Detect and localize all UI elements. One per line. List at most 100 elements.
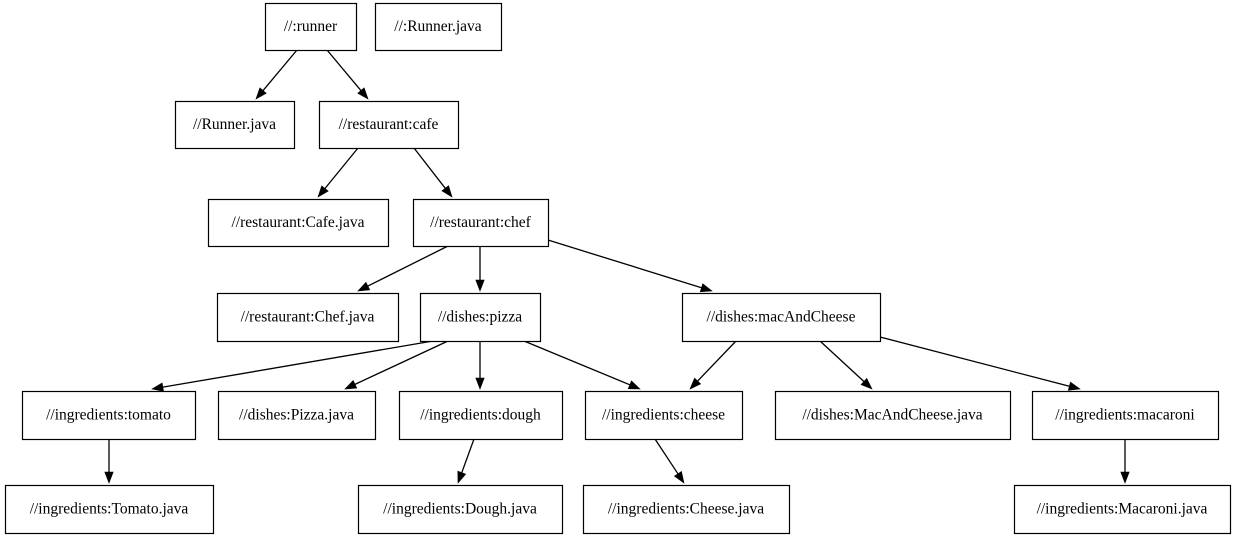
node-box[interactable]: [774, 390, 1012, 441]
node-box[interactable]: [412, 198, 550, 248]
node-box[interactable]: [207, 198, 390, 248]
edge-arrowhead-icon: [699, 283, 713, 293]
node-label: //dishes:macAndCheese: [707, 309, 856, 326]
edge-arrowhead-icon: [673, 471, 685, 484]
node-box[interactable]: [584, 390, 744, 441]
edge-arrowhead-icon: [1067, 381, 1081, 391]
edge-line: [413, 147, 446, 189]
graph-node-cheese_java[interactable]: //ingredients:Cheese.java: [582, 484, 791, 535]
node-label: //:Runner.java: [394, 18, 482, 35]
edge-arrowhead-icon: [317, 185, 329, 198]
node-box[interactable]: [681, 292, 882, 343]
node-label: //ingredients:Macaroni.java: [1037, 501, 1208, 518]
node-label: //ingredients:Tomato.java: [30, 501, 189, 518]
edge-line: [324, 147, 359, 189]
node-label: //Runner.java: [193, 116, 276, 133]
graph-node-restaurant_cafe[interactable]: //restaurant:cafe: [318, 100, 460, 150]
graph-edge: [547, 239, 713, 293]
graph-edge: [344, 340, 449, 390]
edge-arrowhead-icon: [344, 380, 358, 390]
node-label: //ingredients:cheese: [602, 407, 725, 424]
graph-edge: [475, 246, 485, 292]
graph-node-tomato_java[interactable]: //ingredients:Tomato.java: [4, 484, 215, 535]
node-box[interactable]: [374, 2, 503, 52]
graph-node-root_runner_java[interactable]: //:Runner.java: [374, 2, 503, 52]
graph-edge: [523, 340, 641, 390]
node-box[interactable]: [419, 292, 542, 343]
edge-arrowhead-icon: [441, 185, 453, 198]
edge-line: [879, 336, 1070, 387]
graph-node-restaurant_chef[interactable]: //restaurant:chef: [412, 198, 550, 248]
graph-node-dishes_mac[interactable]: //dishes:macAndCheese: [681, 292, 882, 343]
edge-layer: [104, 49, 1130, 484]
edge-line: [654, 438, 679, 475]
edge-arrowhead-icon: [860, 377, 873, 390]
edge-arrowhead-icon: [457, 470, 467, 484]
edge-arrowhead-icon: [357, 281, 371, 292]
graph-node-ing_macaroni[interactable]: //ingredients:macaroni: [1031, 390, 1220, 441]
node-box[interactable]: [264, 2, 358, 52]
graph-edge: [457, 438, 475, 484]
edge-line: [547, 239, 702, 289]
edge-line: [819, 340, 865, 383]
edge-arrowhead-icon: [255, 87, 267, 100]
graph-edge: [357, 245, 449, 292]
graph-node-ing_cheese[interactable]: //ingredients:cheese: [584, 390, 744, 441]
graph-node-dough_java[interactable]: //ingredients:Dough.java: [357, 484, 564, 535]
graph-node-runner[interactable]: //:runner: [264, 2, 358, 52]
node-label: //restaurant:Cafe.java: [232, 214, 365, 231]
node-label: //ingredients:tomato: [46, 407, 171, 424]
graph-edge: [317, 147, 359, 198]
edge-arrowhead-icon: [357, 87, 369, 100]
node-layer: //:runner //:Runner.java //Runner.java //re…: [4, 2, 1232, 535]
graph-node-runner_java[interactable]: //Runner.java: [174, 100, 296, 150]
node-box[interactable]: [217, 390, 377, 441]
node-box[interactable]: [582, 484, 791, 535]
node-label: //dishes:MacAndCheese.java: [802, 407, 982, 424]
node-box[interactable]: [1013, 484, 1232, 535]
graph-edge: [326, 49, 369, 100]
graph-node-dishes_pizza[interactable]: //dishes:pizza: [419, 292, 542, 343]
graph-node-ing_tomato[interactable]: //ingredients:tomato: [21, 390, 197, 441]
edge-line: [326, 49, 362, 91]
graph-node-mac_java[interactable]: //dishes:MacAndCheese.java: [774, 390, 1012, 441]
node-box[interactable]: [21, 390, 197, 441]
node-label: //restaurant:cafe: [339, 116, 439, 133]
graph-edge: [255, 49, 298, 100]
node-label: //ingredients:Dough.java: [383, 501, 537, 518]
edge-arrowhead-icon: [475, 279, 485, 292]
node-label: //dishes:pizza: [438, 309, 522, 326]
graph-node-cafe_java[interactable]: //restaurant:Cafe.java: [207, 198, 390, 248]
graph-node-chef_java[interactable]: //restaurant:Chef.java: [216, 292, 400, 343]
edge-line: [697, 340, 737, 382]
node-label: //ingredients:Cheese.java: [608, 501, 764, 518]
graph-edge: [151, 340, 434, 392]
node-box[interactable]: [4, 484, 215, 535]
node-label: //restaurant:Chef.java: [241, 309, 375, 326]
node-box[interactable]: [398, 390, 564, 441]
node-box[interactable]: [216, 292, 400, 343]
edge-arrowhead-icon: [1120, 471, 1130, 484]
node-box[interactable]: [357, 484, 564, 535]
graph-edge: [819, 340, 873, 390]
edge-arrowhead-icon: [689, 377, 702, 390]
graph-node-ing_dough[interactable]: //ingredients:dough: [398, 390, 564, 441]
node-box[interactable]: [174, 100, 296, 150]
node-box[interactable]: [318, 100, 460, 150]
edge-line: [367, 245, 449, 287]
edge-line: [262, 49, 298, 91]
node-box[interactable]: [1031, 390, 1220, 441]
graph-node-macaroni_java[interactable]: //ingredients:Macaroni.java: [1013, 484, 1232, 535]
edge-arrowhead-icon: [104, 471, 114, 484]
edge-line: [461, 438, 475, 473]
graph-edge: [879, 336, 1081, 391]
node-label: //ingredients:macaroni: [1055, 407, 1195, 424]
edge-line: [162, 340, 434, 388]
graph-edge: [104, 439, 114, 484]
node-label: //:runner: [284, 18, 338, 35]
edge-arrowhead-icon: [475, 377, 485, 390]
node-label: //ingredients:dough: [420, 407, 541, 424]
graph-node-pizza_java[interactable]: //dishes:Pizza.java: [217, 390, 377, 441]
